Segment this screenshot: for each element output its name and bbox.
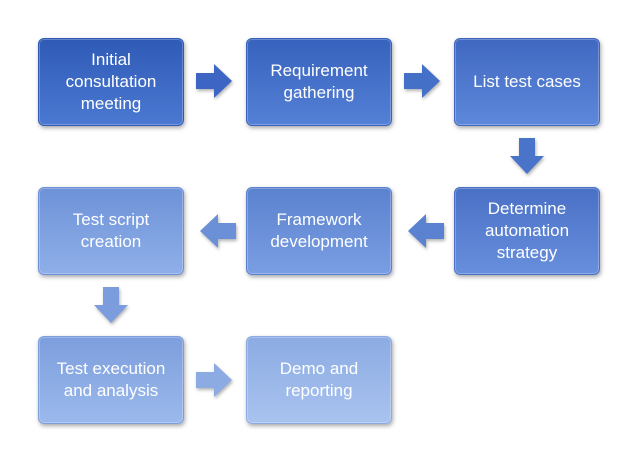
step-label: Demo and reporting (279, 359, 359, 400)
arrow-left-icon (408, 214, 444, 248)
step-requirement-gathering: Requirement gathering (246, 38, 392, 126)
step-initial-consultation: Initial consultation meeting (38, 38, 184, 126)
step-list-test-cases: List test cases (454, 38, 600, 126)
step-label: Determine automation strategy (484, 199, 570, 262)
arrow-left-icon (200, 214, 236, 248)
step-label: Initial consultation meeting (65, 50, 157, 113)
step-test-script-creation: Test script creation (38, 187, 184, 275)
step-framework-development: Framework development (246, 187, 392, 275)
arrow-down-icon (94, 287, 128, 323)
step-label: Framework development (270, 210, 368, 251)
step-label: Test execution and analysis (56, 359, 166, 400)
arrow-right-icon (196, 363, 232, 397)
arrow-right-icon (196, 64, 232, 98)
step-determine-automation-strategy: Determine automation strategy (454, 187, 600, 275)
arrow-down-icon (510, 138, 544, 174)
step-label: List test cases (473, 72, 581, 91)
step-label: Requirement gathering (270, 61, 368, 102)
step-label: Test script creation (72, 210, 150, 251)
step-demo-reporting: Demo and reporting (246, 336, 392, 424)
step-test-execution-analysis: Test execution and analysis (38, 336, 184, 424)
arrow-right-icon (404, 64, 440, 98)
